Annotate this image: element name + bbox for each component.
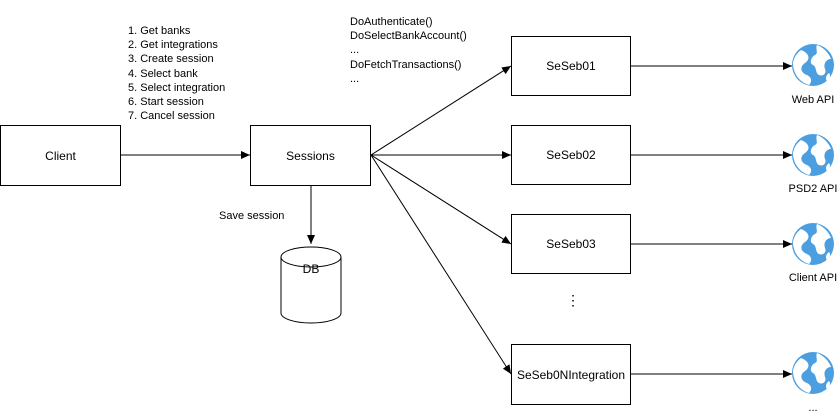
save-session-label: Save session [219,210,285,222]
step-item: 3. Create session [128,53,214,66]
step-item: 6. Start session [128,96,204,109]
step-item: 2. Get integrations [128,39,218,52]
globe-icon [792,44,834,86]
worker-label: SeSeb0NIntegration [516,367,626,382]
call-item: ... [350,44,360,57]
db-label: DB [302,262,320,276]
call-item: DoAuthenticate() [350,16,433,28]
api-label-web: Web API [791,94,835,106]
api-label-psd2: PSD2 API [788,183,838,195]
session-steps-list: 1. Get banks 2. Get integrations 3. Crea… [128,24,225,123]
worker-label: SeSeb02 [546,148,596,162]
worker-node-seseb01: SeSeb01 [511,36,631,96]
step-item: 4. Select bank [128,67,198,80]
step-item: 1. Get banks [128,25,191,37]
client-label: Client [45,148,76,163]
step-item: 7. Cancel session [128,110,215,123]
db-cylinder [280,246,342,324]
call-item: DoFetchTransactions() [350,58,462,71]
worker-node-seseb03: SeSeb03 [511,214,631,274]
call-item: DoSelectBankAccount() [350,30,467,43]
edge-sessions-seseb03 [370,154,512,245]
worker-label: SeSeb01 [546,59,596,73]
worker-label: SeSeb03 [546,237,596,251]
call-item: ... [350,72,360,85]
edge-sessions-seseb0n [370,154,512,375]
worker-node-seseb0nintegration: SeSeb0NIntegration [511,344,631,405]
worker-node-seseb02: SeSeb02 [511,125,631,185]
globe-icon [792,134,834,176]
client-node: Client [0,125,121,186]
api-label-client: Client API [788,272,838,284]
step-item: 5. Select integration [128,81,226,94]
globe-icon [792,352,834,394]
method-calls-list: DoAuthenticate() DoSelectBankAccount() .… [350,15,467,86]
more-workers-ellipsis: ⋮ [566,292,580,308]
api-label-more: ... [808,402,818,414]
globe-icon [792,223,834,265]
edge-sessions-seseb01 [370,65,512,156]
sessions-node: Sessions [250,125,371,186]
sessions-label: Sessions [286,148,335,163]
